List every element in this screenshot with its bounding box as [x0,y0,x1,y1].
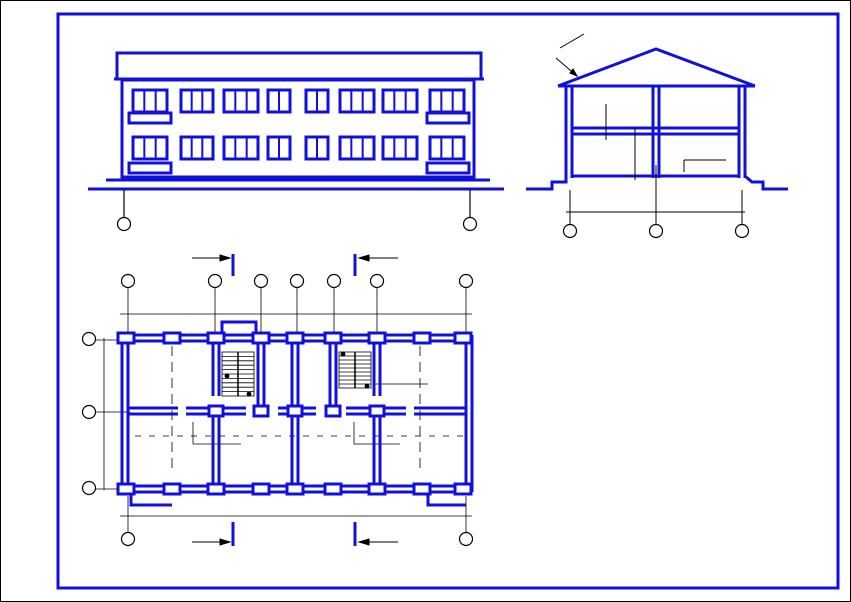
facade-window [179,88,215,114]
axis-marker [458,531,474,547]
pier [251,482,271,496]
pier [367,331,387,345]
plan-stairs [221,351,372,397]
facade-window [304,135,330,161]
pier [206,331,226,345]
facade-window [428,135,466,161]
balcony [127,111,173,125]
facade-window [266,135,292,161]
axis-marker [116,216,132,232]
section-axis-markers [562,223,750,239]
balcony [425,111,471,125]
pier [116,331,136,345]
stair-marker [224,373,230,379]
plan-axis-markers [81,273,474,547]
pier [412,331,432,345]
stair-marker [246,391,252,397]
facade-window [428,88,466,114]
pier [162,482,182,496]
axis-marker [289,273,305,289]
facade-window [222,88,260,114]
facade-windows [131,88,466,161]
stair-marker [364,383,370,389]
pier [207,404,225,418]
axis-marker [120,531,136,547]
stair-flight [338,351,372,389]
axis-marker [207,273,223,289]
pier [453,482,473,496]
axis-marker [253,273,269,289]
facade-window [266,88,292,114]
axis-marker [326,273,342,289]
axis-marker [81,331,97,347]
axis-marker [81,480,97,496]
pier [323,331,343,345]
pier [368,404,386,418]
pier [286,404,304,418]
facade-window [131,88,169,114]
facade-window [381,135,419,161]
axis-marker [369,273,385,289]
pier [285,482,305,496]
pier [162,331,182,345]
facade-window [179,135,215,161]
pier [206,482,226,496]
pier [285,331,305,345]
pier [412,482,432,496]
axis-marker [458,273,474,289]
pier [323,482,343,496]
axis-marker [462,216,478,232]
pier [367,482,387,496]
axis-marker [81,404,97,420]
balcony [127,161,173,175]
facade-window [222,135,260,161]
title-frame [56,12,840,590]
facade-wall [120,78,476,179]
stair-flight [221,351,255,397]
facade-window [338,88,376,114]
facade-window [304,88,330,114]
facade-window [381,88,419,114]
facade-window [338,135,376,161]
plan-dimension-lines [96,288,472,532]
balcony [425,161,471,175]
axis-marker [734,223,750,239]
facade-parapet [115,51,483,81]
pier [453,331,473,345]
pier [324,404,342,418]
cross-section [526,47,788,191]
facade-elevation [88,51,504,191]
pier [116,482,136,496]
axis-marker [562,223,578,239]
pier [252,404,270,418]
axis-marker [648,223,664,239]
facade-axis-markers [116,190,478,232]
axis-marker [120,273,136,289]
plan-piers [116,331,473,496]
section-annotations [555,33,745,224]
section-roof [557,47,756,88]
facade-window [131,135,169,161]
pier [251,331,271,345]
stair-marker [340,351,346,357]
section-ground [526,176,568,191]
floor-plan [96,288,474,532]
section-cut-markers [192,254,398,546]
